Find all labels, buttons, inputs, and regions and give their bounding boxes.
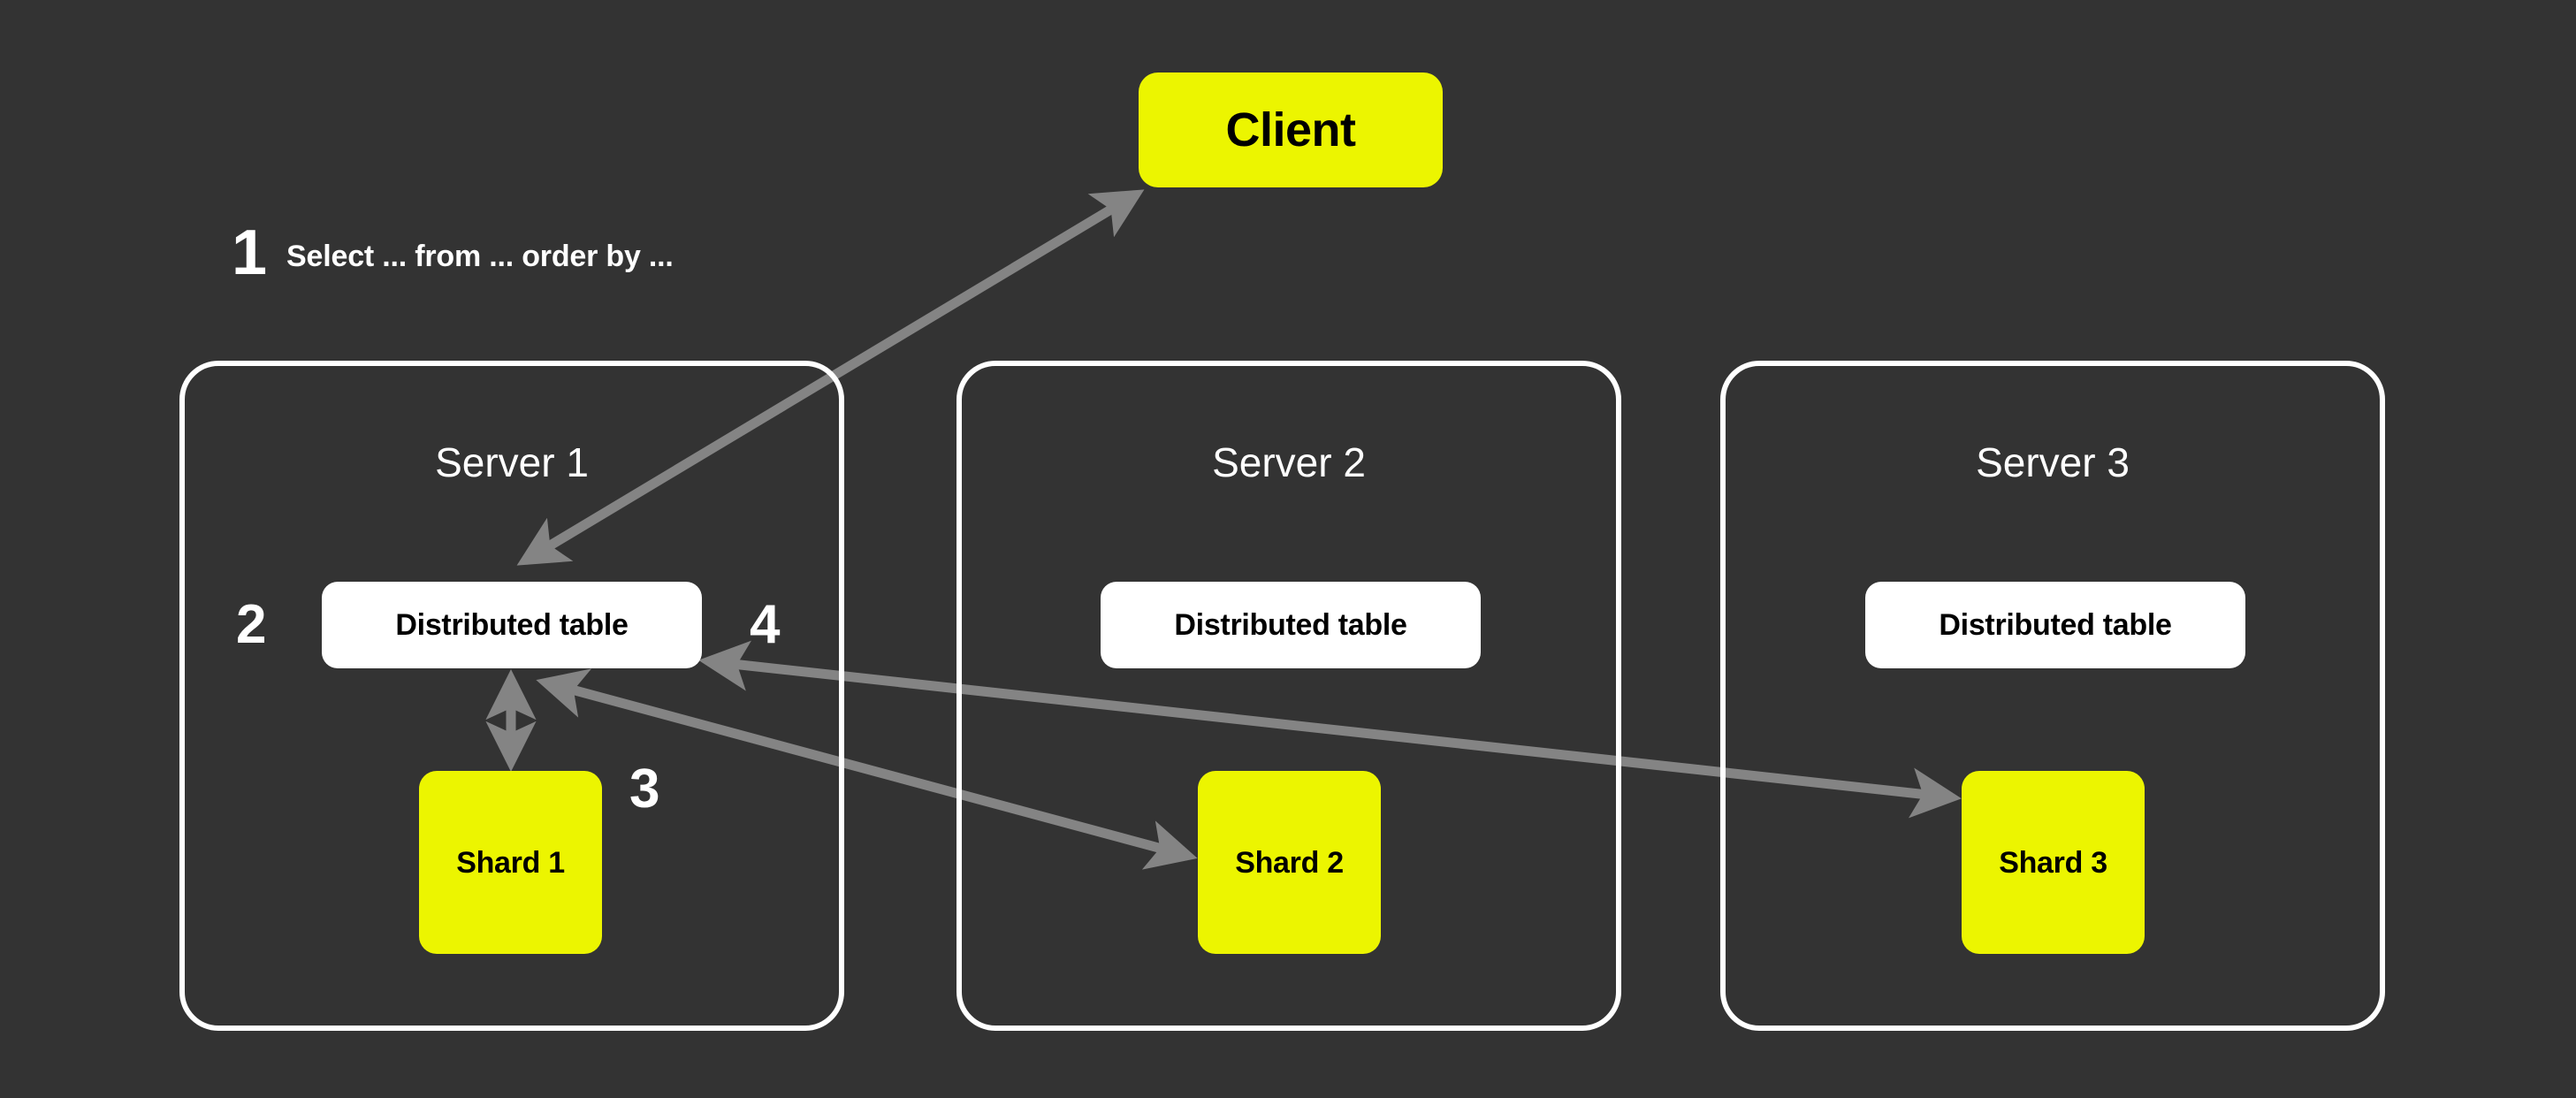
server-3-title: Server 3 xyxy=(1976,439,2130,485)
distributed-table-server-1[interactable]: Distributed table xyxy=(322,582,702,668)
server-1-title: Server 1 xyxy=(435,439,589,485)
step-4-number: 4 xyxy=(750,594,781,655)
step-2-number: 2 xyxy=(236,594,267,655)
step-1-annotation: 1 Select ... from ... order by ... xyxy=(232,221,674,285)
distributed-table-1-label: Distributed table xyxy=(395,608,629,642)
shard-2-label: Shard 2 xyxy=(1235,845,1344,880)
client-label: Client xyxy=(1225,103,1356,156)
client-node[interactable]: Client xyxy=(1139,72,1443,187)
distributed-table-server-3[interactable]: Distributed table xyxy=(1865,582,2245,668)
distributed-table-server-2[interactable]: Distributed table xyxy=(1101,582,1481,668)
step-1-number: 1 xyxy=(232,217,268,288)
shard-1-node[interactable]: Shard 1 xyxy=(419,771,602,954)
step-1-query-text: Select ... from ... order by ... xyxy=(286,239,674,273)
shard-3-node[interactable]: Shard 3 xyxy=(1962,771,2145,954)
distributed-table-2-label: Distributed table xyxy=(1174,608,1407,642)
distributed-table-3-label: Distributed table xyxy=(1939,608,2172,642)
shard-2-node[interactable]: Shard 2 xyxy=(1198,771,1381,954)
step-3-number: 3 xyxy=(629,759,660,820)
shard-3-label: Shard 3 xyxy=(1999,845,2107,880)
shard-1-label: Shard 1 xyxy=(456,845,565,880)
server-2-title: Server 2 xyxy=(1212,439,1366,485)
